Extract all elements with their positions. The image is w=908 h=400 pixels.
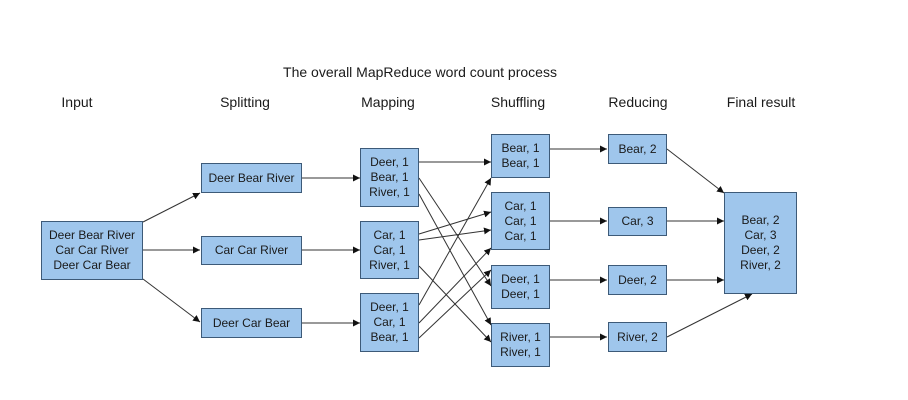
input-box: Deer Bear River Car Car River Deer Car B… [41,221,143,280]
shuffle-box: River, 1 River, 1 [491,323,550,367]
arrow-input-split1 [142,192,201,223]
split-box: Deer Car Bear [201,308,302,338]
arrow-map3-car [418,247,492,324]
input-line: Deer Bear River [48,228,136,242]
shuffle-box: Car, 1 Car, 1 Car, 1 [491,192,550,250]
reduce-pair: Car, 3 [621,214,654,228]
split-label: Deer Car Bear [212,315,291,330]
shuffle-box: Deer, 1 Deer, 1 [491,265,550,309]
map-box: Car, 1 Car, 1 River, 1 [360,221,419,279]
shuffle-box: Bear, 1 Bear, 1 [491,134,550,178]
reduce-box: Car, 3 [608,207,667,236]
shuffle-pair: Car, 1 [504,198,537,213]
map-pair: River, 1 [369,257,410,272]
split-label: Deer Bear River [208,170,295,185]
final-pair: Car, 3 [744,228,777,242]
reduce-pair: Bear, 2 [618,141,657,156]
shuffle-pair: River, 1 [500,330,541,344]
map-pair: Car, 1 [373,242,406,257]
reduce-box: River, 2 [608,322,667,352]
diagram-title: The overall MapReduce word count process [283,64,557,80]
header-reducing: Reducing [608,94,668,110]
map-pair: Bear, 1 [370,170,409,184]
shuffle-pair: River, 1 [500,345,541,359]
shuffle-pair: Deer, 1 [501,272,540,286]
final-pair: River, 2 [740,258,781,272]
reduce-pair: Deer, 2 [618,272,657,287]
input-line: Car Car River [55,243,129,257]
map-box: Deer, 1 Car, 1 Bear, 1 [360,293,419,352]
reduce-pair: River, 2 [617,329,658,344]
arrow-map2-car-a [418,210,492,235]
header-splitting: Splitting [220,94,270,110]
final-pair: Bear, 2 [741,213,780,227]
split-box: Deer Bear River [201,163,302,193]
map-box: Deer, 1 Bear, 1 River, 1 [360,148,419,207]
arrow-map1-deer [418,177,492,287]
final-pair: Deer, 2 [741,243,780,257]
map-pair: Bear, 1 [370,330,409,344]
arrow-map3-bear [418,269,492,339]
shuffle-pair: Deer, 1 [501,287,540,301]
reduce-box: Deer, 2 [608,265,667,295]
map-pair: Car, 1 [373,315,406,329]
reduce-box: Bear, 2 [608,134,667,164]
shuffle-pair: Bear, 1 [501,141,540,155]
header-final-result: Final result [726,94,796,110]
shuffle-pair: Bear, 1 [501,156,540,170]
split-box: Car Car River [201,236,302,265]
arrow-reduce1-final [666,148,725,194]
map-pair: River, 1 [369,185,410,199]
shuffle-pair: Car, 1 [504,228,537,243]
arrow-input-split3 [142,278,201,323]
input-line: Deer Car Bear [53,258,131,272]
header-input: Input [61,94,93,110]
arrow-map1-river [418,193,492,326]
map-pair: Deer, 1 [370,155,409,169]
header-shuffling: Shuffling [490,94,546,110]
arrow-map2-car-b [418,227,492,241]
arrow-reduce4-final [666,293,753,338]
map-pair: Car, 1 [373,227,406,242]
final-result-box: Bear, 2 Car, 3 Deer, 2 River, 2 [724,192,797,294]
arrow-map3-deer [418,177,492,306]
map-pair: Deer, 1 [370,300,409,314]
header-mapping: Mapping [361,94,415,110]
split-label: Car Car River [214,243,289,257]
shuffle-pair: Car, 1 [504,213,537,228]
